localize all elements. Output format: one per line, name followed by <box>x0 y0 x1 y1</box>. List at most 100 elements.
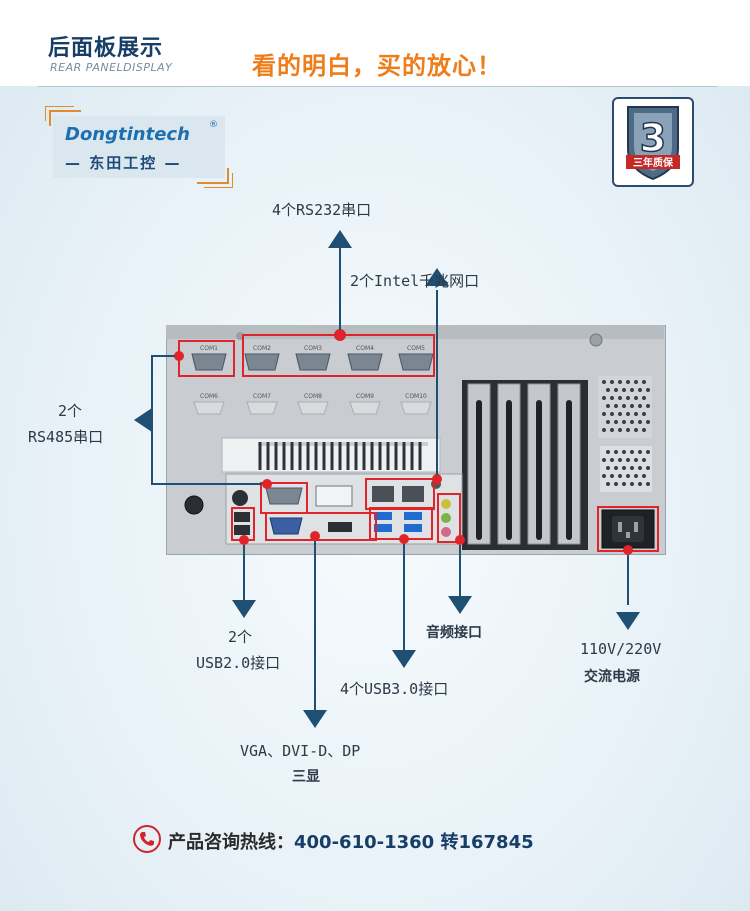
blank-port-cover <box>297 401 329 415</box>
highlight-display <box>265 512 377 541</box>
warranty-badge: 3 三年质保 <box>612 97 694 187</box>
slogan: 看的明白，买的放心！ <box>252 52 502 80</box>
hotline-number: 400-610-1360 <box>294 832 435 853</box>
label-lan: 2个Intel千兆网口 <box>350 272 480 290</box>
hotline-text: 产品咨询热线：400-610-1360 转167845 <box>168 828 534 854</box>
expansion-slots <box>462 380 588 550</box>
usb3-port <box>404 512 422 520</box>
logo-corner-top-left-outer <box>45 106 74 121</box>
usb3-port <box>374 512 392 520</box>
logo-corner-top-left <box>49 110 81 126</box>
arrow-down-icon <box>303 710 327 728</box>
com-label: COM7 <box>253 393 271 400</box>
arrow-up-icon <box>328 230 352 248</box>
section-header: 后面板展示 REAR PANELDISPLAY 看的明白，买的放心！ <box>0 0 750 86</box>
blank-port-cover <box>246 401 278 415</box>
audio-jack <box>441 513 451 523</box>
usb2-port <box>234 512 250 522</box>
com-port: COM3 <box>295 345 331 371</box>
label-usb2-name: USB2.0接口 <box>196 654 281 672</box>
highlight-audio <box>437 493 461 543</box>
logo-registered-mark: ® <box>209 120 218 130</box>
lan-port <box>402 486 424 502</box>
arrow-left-icon <box>134 408 152 432</box>
com-row-bottom: COM6 COM7 COM8 COM9 COM10 <box>193 393 432 415</box>
warranty-text: 三年质保 <box>633 156 674 169</box>
com-port: COM7 <box>246 393 278 415</box>
logo-corner-bottom-right <box>197 168 229 184</box>
logo-brand-text: Dongtintech <box>65 124 190 145</box>
usb3-port <box>404 524 422 532</box>
arrow-down-icon <box>232 600 256 618</box>
com-label: COM10 <box>405 393 427 400</box>
com-row-top: COM1 COM2 COM3 COM4 COM5 <box>191 345 434 371</box>
label-display-name: 三显 <box>292 769 320 785</box>
label-usb2-count: 2个 <box>228 628 253 646</box>
blank-port-cover <box>400 401 432 415</box>
usb2-port <box>234 525 250 535</box>
marker-dots <box>174 329 633 555</box>
section-title: 后面板展示 <box>48 36 164 61</box>
com-port: COM2 <box>244 345 280 371</box>
com-label: COM9 <box>356 393 374 400</box>
warranty-number: 3 <box>640 116 666 160</box>
vent-grille <box>221 437 441 473</box>
com-label: COM4 <box>356 345 374 352</box>
power-button <box>184 495 204 515</box>
blank-port-cover <box>349 401 381 415</box>
chassis-screw <box>589 333 603 347</box>
db9-connector <box>347 353 383 371</box>
label-power-name: 交流电源 <box>584 669 640 685</box>
blank-port-cover <box>193 401 225 415</box>
com-port: COM9 <box>349 393 381 415</box>
vga-port <box>269 517 303 535</box>
arrows <box>134 230 640 728</box>
db9-connector <box>244 353 280 371</box>
com-label: COM8 <box>304 393 322 400</box>
com-port: COM1 <box>191 345 227 371</box>
label-usb3: 4个USB3.0接口 <box>340 680 449 698</box>
db9-connector <box>398 353 434 371</box>
hotline-label: 产品咨询热线： <box>168 832 294 853</box>
arrow-down-icon <box>448 596 472 614</box>
arrow-down-icon <box>616 612 640 630</box>
label-display-types: VGA、DVI-D、DP <box>240 742 361 760</box>
com-label: COM1 <box>200 345 218 352</box>
power-inlet <box>601 509 655 549</box>
db9-connector <box>191 353 227 371</box>
audio-jack <box>441 499 451 509</box>
section-subtitle: REAR PANELDISPLAY <box>50 61 173 74</box>
phone-icon <box>133 825 161 853</box>
com-label: COM5 <box>407 345 425 352</box>
com-label: COM2 <box>253 345 271 352</box>
label-power-voltage: 110V/220V <box>580 640 662 658</box>
db9-connector <box>295 353 331 371</box>
dvi-port <box>315 485 353 507</box>
ps2-port <box>232 490 248 506</box>
arrow-down-icon <box>392 650 416 668</box>
com-port: COM5 <box>398 345 434 371</box>
lan-port <box>372 486 394 502</box>
com-port: COM8 <box>297 393 329 415</box>
side-vent <box>598 376 652 438</box>
fan-grille <box>600 446 652 492</box>
label-audio: 音频接口 <box>426 625 482 641</box>
audio-jack <box>441 527 451 537</box>
com-port: COM4 <box>347 345 383 371</box>
com-port: COM10 <box>400 393 432 415</box>
usb3-port <box>374 524 392 532</box>
label-rs485-count: 2个 <box>58 402 83 420</box>
logo-corner-bottom-right-outer <box>204 173 233 188</box>
leader-lines <box>151 245 629 715</box>
shield-icon: 3 三年质保 <box>626 106 680 181</box>
brand-logo: Dongtintech ® — 东田工控 — <box>45 106 233 188</box>
arrow-up-icon <box>425 268 449 286</box>
logo-chinese-text: — 东田工控 — <box>65 154 182 172</box>
label-rs485-name: RS485串口 <box>28 428 104 446</box>
com-label: COM3 <box>304 345 322 352</box>
label-rs232: 4个RS232串口 <box>272 201 372 219</box>
com-port: COM6 <box>193 393 225 415</box>
header-divider <box>38 86 718 87</box>
